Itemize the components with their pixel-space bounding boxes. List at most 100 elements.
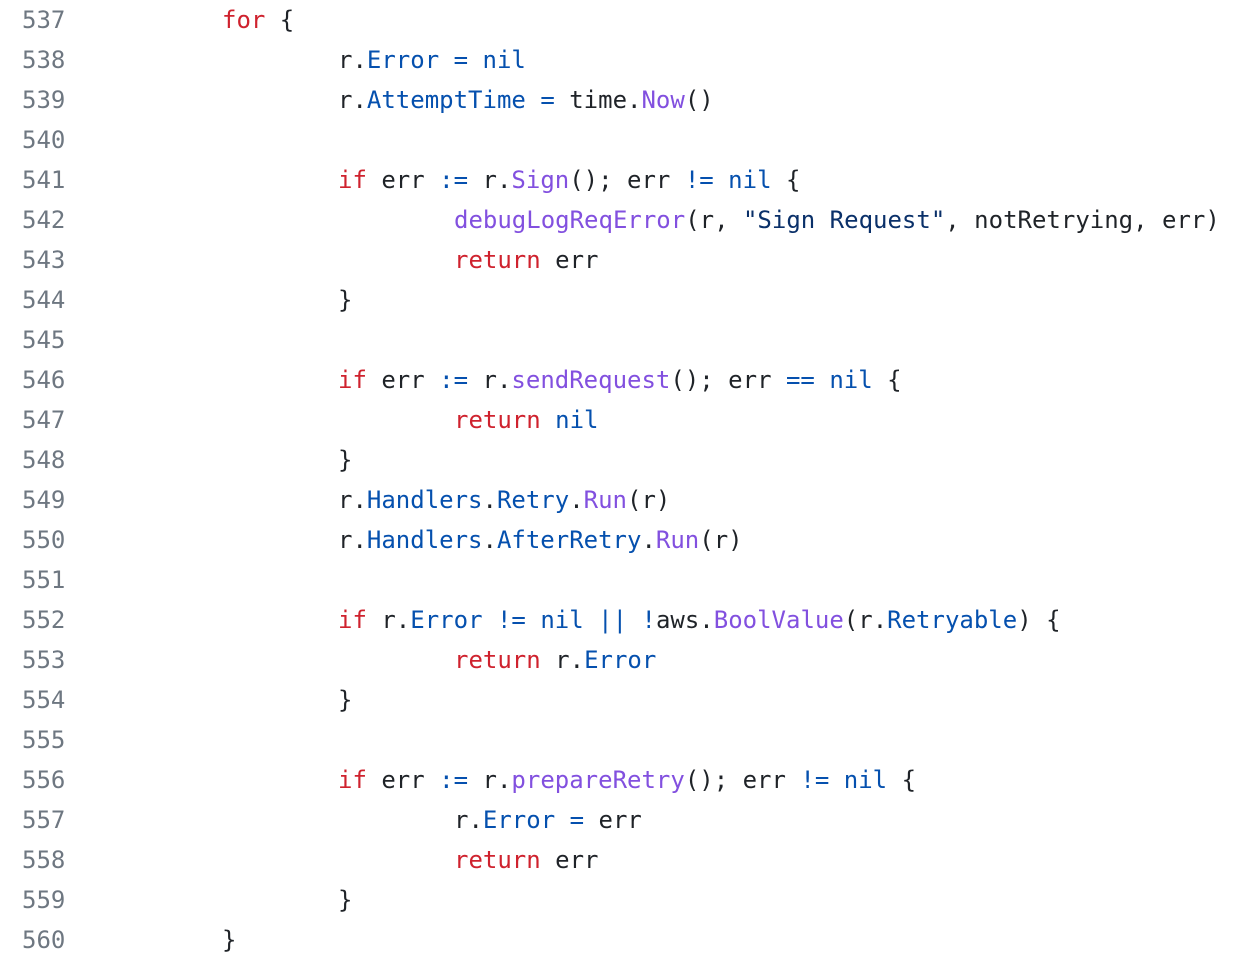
line-number[interactable]: 557 [22,806,66,834]
code-token: if [338,606,367,634]
line-number[interactable]: 559 [22,886,66,914]
code-token [627,606,641,634]
code-token: Handlers [366,486,483,514]
code-token: (r. [843,606,888,634]
line-number[interactable]: 541 [22,166,66,194]
code-token: (); err [684,766,801,794]
code-line: 555 [0,720,1250,760]
code-token: (r) [627,486,671,514]
line-number[interactable]: 551 [22,566,66,594]
code-line: 543 return err [0,240,1250,280]
line-number[interactable]: 542 [22,206,66,234]
code-text: r.Handlers.AfterRetry.Run(r) [338,526,743,554]
code-text: if err := r.sendRequest(); err == nil { [338,366,902,394]
line-number[interactable]: 549 [22,486,66,514]
line-number[interactable]: 547 [22,406,66,434]
line-number[interactable]: 548 [22,446,66,474]
line-number[interactable]: 538 [22,46,66,74]
code-token: prepareRetry [511,766,685,794]
code-token: = [540,86,555,114]
code-text: r.AttemptTime = time.Now() [338,86,714,114]
line-number[interactable]: 556 [22,766,66,794]
code-line: 547 return nil [0,400,1250,440]
code-token: Retryable [887,606,1018,634]
code-line: 541 if err := r.Sign(); err != nil { [0,160,1250,200]
code-token: nil [843,766,888,794]
line-number[interactable]: 539 [22,86,66,114]
line-number[interactable]: 550 [22,526,66,554]
code-token: ! [641,606,656,634]
code-line: 537 for { [0,0,1250,40]
code-token: nil [482,46,526,74]
code-token: (r, [685,206,743,234]
code-token: r. [366,606,411,634]
code-token: := [439,366,469,394]
line-number[interactable]: 546 [22,366,66,394]
code-token: r. [468,366,512,394]
line-number[interactable]: 560 [22,926,66,954]
line-number[interactable]: 544 [22,286,66,314]
code-line: 539 r.AttemptTime = time.Now() [0,80,1250,120]
code-token: Handlers [366,526,483,554]
code-text: return nil [454,406,599,434]
code-token [555,806,569,834]
line-number[interactable]: 540 [22,126,66,154]
code-token: Sign [511,166,570,194]
code-token: . [482,526,497,554]
line-number[interactable]: 558 [22,846,66,874]
code-token: time. [554,86,642,114]
code-token: err [540,846,599,874]
code-token: { [771,166,801,194]
line-number[interactable]: 554 [22,686,66,714]
code-token: . [569,486,584,514]
code-text: if err := r.Sign(); err != nil { [338,166,800,194]
line-number[interactable]: 552 [22,606,66,634]
code-token: AttemptTime [366,86,526,114]
code-token: r. [454,806,483,834]
code-text: for { [222,6,294,34]
line-number[interactable]: 555 [22,726,66,754]
code-text: r.Error = err [454,806,642,834]
code-token: if [338,366,367,394]
code-token: err [584,806,642,834]
line-number[interactable]: 543 [22,246,66,274]
code-token: || [598,606,628,634]
code-text: } [222,926,236,954]
code-token [714,166,728,194]
code-token: ) { [1017,606,1061,634]
code-token [815,366,829,394]
code-token: return [454,246,541,274]
code-token: return [454,406,541,434]
code-token: r. [468,166,512,194]
code-text: debugLogReqError(r, "Sign Request", notR… [454,206,1220,234]
line-number[interactable]: 537 [22,6,66,34]
code-token: (r) [699,526,743,554]
code-token: err [366,366,440,394]
code-token: == [785,366,815,394]
code-token: return [454,646,541,674]
code-token: for [222,6,266,34]
code-token: r. [540,646,585,674]
code-token: err [540,246,599,274]
code-line: 542 debugLogReqError(r, "Sign Request", n… [0,200,1250,240]
code-text: } [338,286,352,314]
code-token: r. [338,46,367,74]
line-number[interactable]: 553 [22,646,66,674]
code-token: BoolValue [713,606,844,634]
code-token: r. [338,486,367,514]
code-text: return r.Error [454,646,656,674]
code-token: r. [338,86,367,114]
code-token: nil [829,366,873,394]
code-token: { [265,6,295,34]
code-token: (); err [670,366,786,394]
code-token: . [482,486,497,514]
code-text: } [338,886,352,914]
code-token: err [366,766,440,794]
code-token [829,766,843,794]
code-token: () [684,86,714,114]
code-token: = [569,806,585,834]
line-number[interactable]: 545 [22,326,66,354]
code-line: 551 [0,560,1250,600]
